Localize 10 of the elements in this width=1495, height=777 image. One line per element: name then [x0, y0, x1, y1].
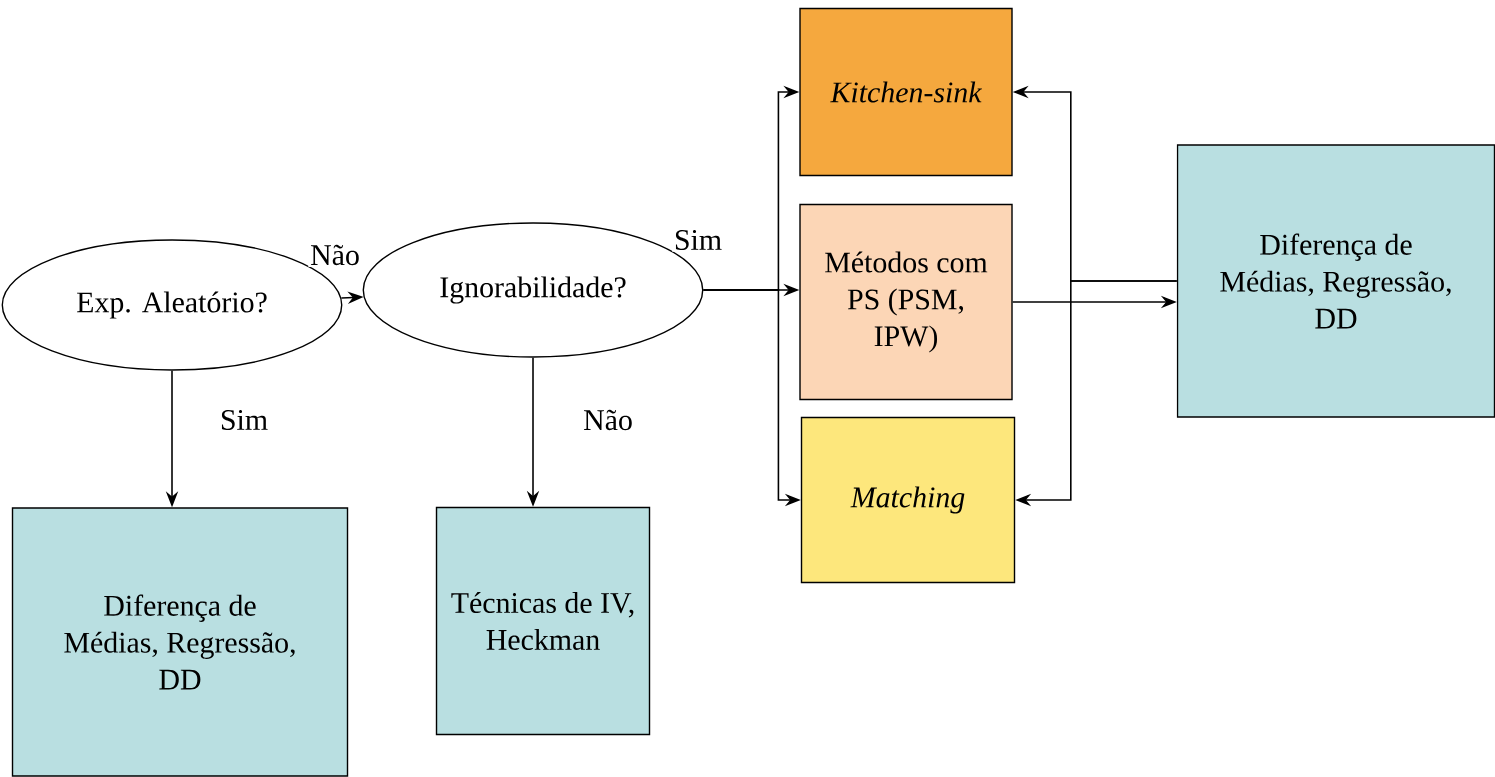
edge-label: Não — [581, 408, 635, 432]
method-box: Matching — [800, 416, 1016, 584]
method-box: Técnicas de IV, Heckman — [435, 506, 651, 736]
edge-label: Sim — [672, 228, 724, 252]
edge-label: Sim — [218, 408, 270, 432]
edge-label: Não — [308, 243, 362, 267]
method-box: Métodos com PS (PSM, IPW) — [799, 203, 1013, 401]
method-box: Diferença de Médias, Regressão, DD — [11, 507, 349, 777]
method-box: Diferença de Médias, Regressão, DD — [1176, 144, 1495, 418]
method-box: Kitchen-sink — [799, 7, 1013, 177]
